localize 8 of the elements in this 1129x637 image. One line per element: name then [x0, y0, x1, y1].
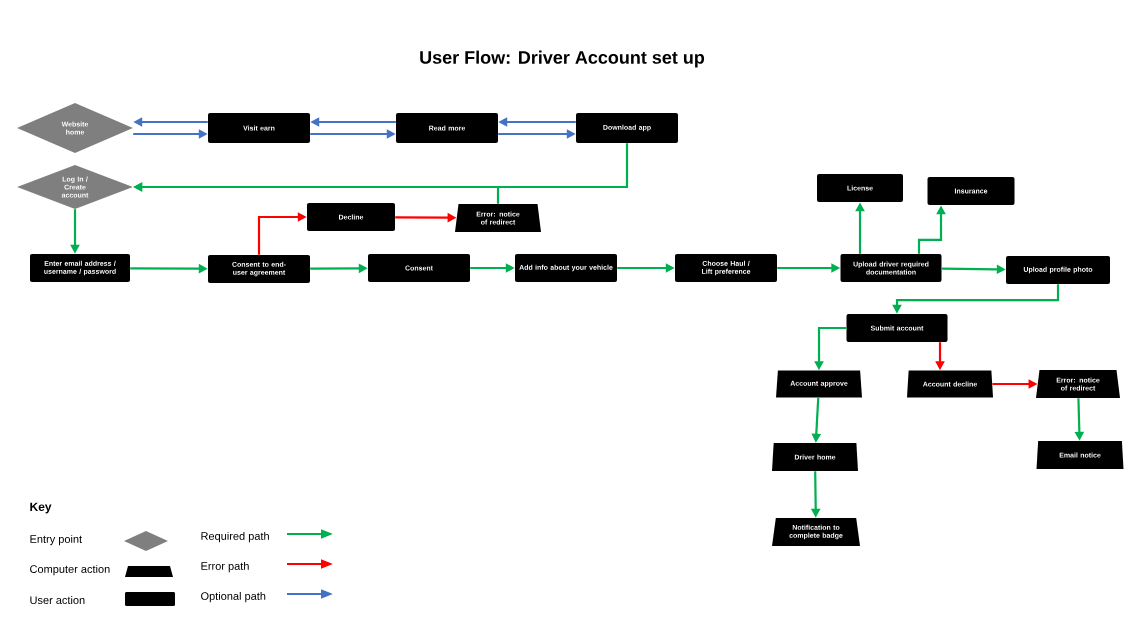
legend-label: Optional path [201, 591, 266, 603]
legend-label: Required path [201, 531, 269, 543]
legend-label: User action [30, 595, 85, 605]
legend-label: Computer action [30, 564, 110, 576]
title: User Flow: Driver Account set up [420, 50, 705, 68]
legend-label: Error path [201, 561, 249, 573]
key-heading: Key [30, 502, 52, 514]
legend-label: Entry point [30, 534, 83, 546]
